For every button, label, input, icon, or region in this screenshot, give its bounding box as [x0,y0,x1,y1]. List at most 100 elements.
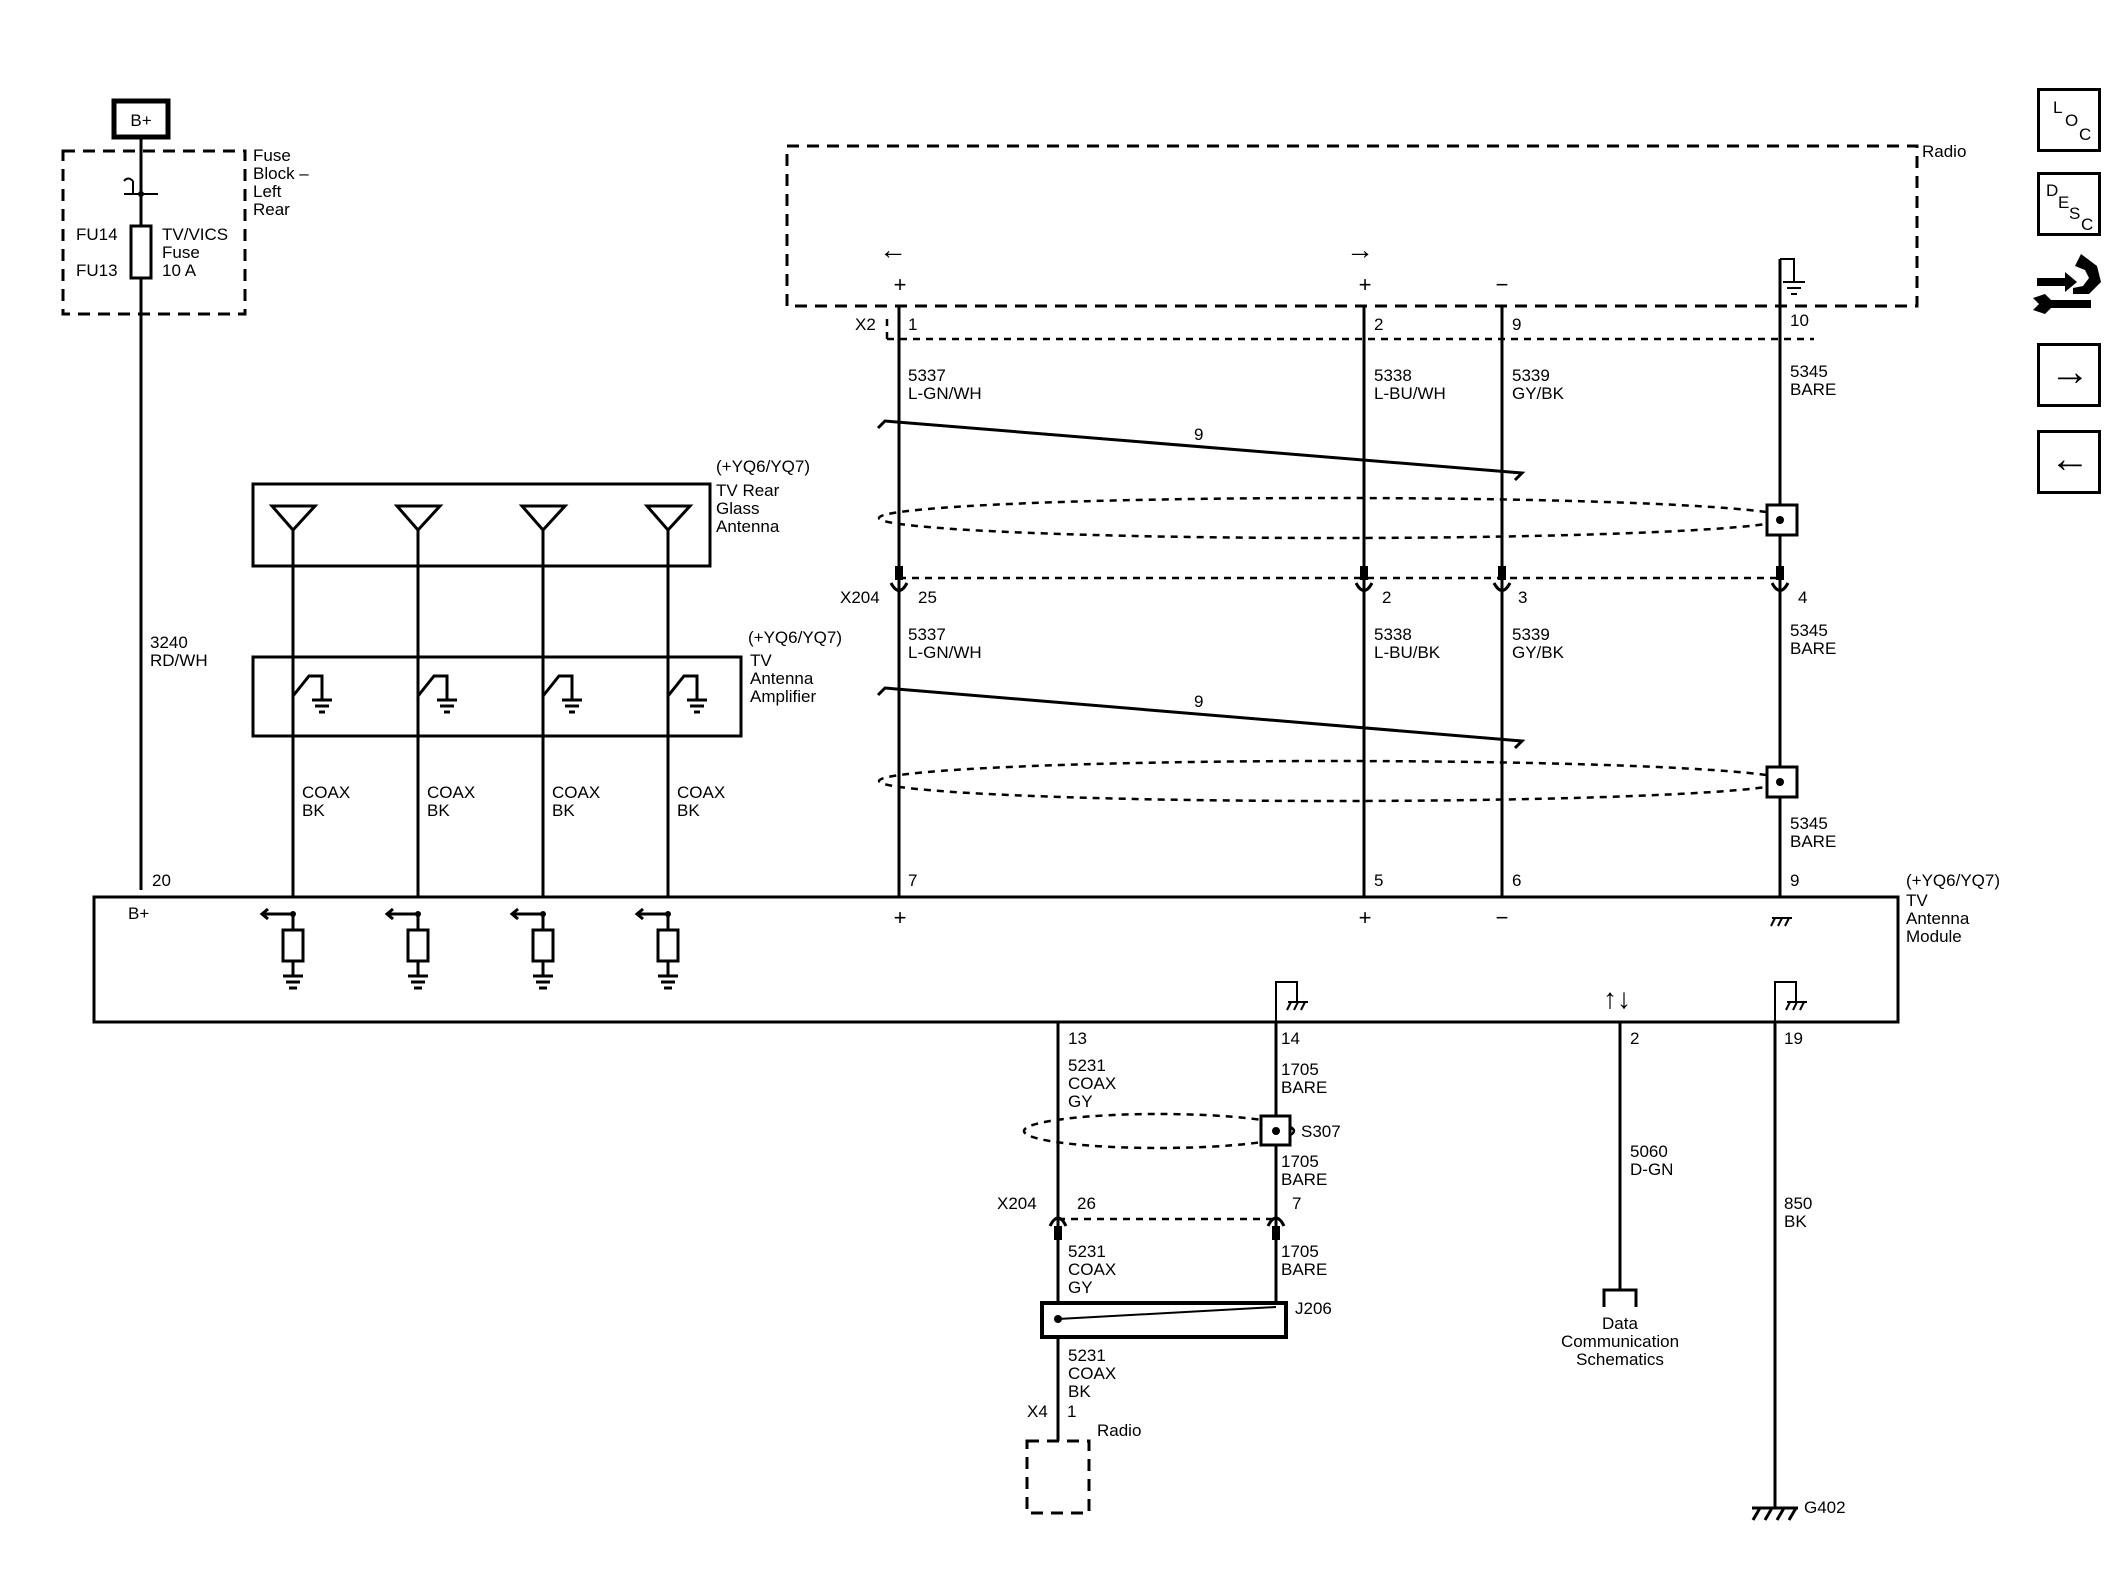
x4-connector: X4 [1027,1402,1048,1421]
pin-14: 14 [1281,1029,1300,1048]
amplifier-switches [291,674,707,898]
w1-color: L-GN/WH [908,384,982,403]
module-inputs [259,907,680,990]
x204-lower-terminals [1048,1216,1286,1227]
svg-text:Amplifier: Amplifier [750,687,816,706]
data-arrow-icon: ↑↓ [1603,983,1631,1014]
w3-circuit-b: 5339 [1512,625,1550,644]
w4-color-b: BARE [1790,639,1836,658]
svg-text:BK: BK [302,801,325,820]
svg-text:BK: BK [552,801,575,820]
antenna-elements [268,504,694,696]
battery-label: B+ [130,111,151,130]
loc-letter-c: C [2079,125,2092,144]
w3-pin-x2: 9 [1512,315,1521,334]
amplifier-option: (+YQ6/YQ7) [748,628,842,647]
c5231b-color: GY [1068,1278,1093,1297]
svg-text:Glass: Glass [716,499,759,518]
data-comm-connector-icon [1602,1288,1638,1307]
svg-text:Block –: Block – [253,164,309,183]
c5231-type: COAX [1068,1074,1116,1093]
w2-pin-module: 5 [1374,871,1383,890]
w4-circuit-c: 5345 [1790,814,1828,833]
module-option: (+YQ6/YQ7) [1906,871,2000,890]
module-plus-1: + [894,905,907,930]
w4-pin-module: 9 [1790,871,1799,890]
c5231b-circuit: 5231 [1068,1242,1106,1261]
svg-text:COAX: COAX [302,783,350,802]
desc-letter-c: C [2081,215,2094,234]
pin-26: 26 [1077,1194,1096,1213]
arrow-right: → [1346,234,1374,265]
feed-circuit: 3240 [150,633,188,652]
back-arrow-icon: ← [2050,437,2090,481]
next-arrow-icon: → [2050,350,2090,394]
fuse-label: TV/VICS Fuse 10 A [162,225,228,280]
radio-bottom-name: Radio [1097,1421,1141,1440]
svg-text:Schematics: Schematics [1576,1350,1664,1369]
junction-j206-label: J206 [1295,1299,1332,1318]
c5231-color: GY [1068,1092,1093,1111]
shield-lower [877,759,1789,803]
loc-letter-l: L [2053,98,2063,117]
radio-ground-icon [1780,258,1805,295]
w1-pin-module: 7 [908,871,917,890]
svg-text:10 A: 10 A [162,261,197,280]
w3-color-b: GY/BK [1512,643,1565,662]
location-button[interactable]: L O C [2037,88,2101,152]
svg-text:BK: BK [427,801,450,820]
twisted-pair-lower [876,686,1526,750]
svg-text:Antenna: Antenna [716,517,780,536]
loc-letter-o: O [2065,111,2079,130]
w2-pin-x204: 2 [1382,588,1391,607]
fuse-pin-out: FU13 [76,261,118,280]
data-communication-schematics-link[interactable]: Data Communication Schematics [1561,1314,1679,1369]
w3-circuit: 5339 [1512,366,1550,385]
shield-bottom [1022,1112,1296,1150]
module-minus: − [1496,905,1509,930]
twist-label-upper: 9 [1194,425,1203,444]
c5231c-circuit: 5231 [1068,1346,1106,1365]
tv-rear-glass-antenna [251,482,712,568]
svg-text:Antenna: Antenna [750,669,814,688]
c1705-color: BARE [1281,1078,1327,1097]
fuse-10a [129,224,153,280]
ground-g402-label: G402 [1804,1498,1846,1517]
w2-pin-x2: 2 [1374,315,1383,334]
w1-circuit: 5337 [908,366,946,385]
c1705b-color: BARE [1281,1170,1327,1189]
desc-letter-d: D [2046,181,2059,200]
radio-top-name: Radio [1922,142,1966,161]
w2-circuit: 5338 [1374,366,1412,385]
c1705b-circuit: 1705 [1281,1152,1319,1171]
svg-text:Data: Data [1602,1314,1638,1333]
description-button[interactable]: D E S C [2037,172,2101,236]
w1-circuit-b: 5337 [908,625,946,644]
svg-text:TV Rear: TV Rear [716,481,780,500]
fuse-pin-in: FU14 [76,225,118,244]
module-ground-14 [1275,981,1308,1022]
c5231b-type: COAX [1068,1260,1116,1279]
fuse-block-name: Fuse Block – Left Rear [253,146,309,219]
twisted-pair-upper [876,419,1526,482]
connector-view-icon[interactable] [2031,248,2107,326]
svg-text:Communication: Communication [1561,1332,1679,1351]
next-button[interactable]: → [2037,343,2101,407]
back-button[interactable]: ← [2037,430,2101,494]
connector-glyph-icon [2033,254,2101,314]
module-chassis-ground-icon [1770,917,1792,927]
w2-color: L-BU/WH [1374,384,1446,403]
x204-upper-terminals [889,582,1790,592]
desc-letter-e: E [2058,193,2070,212]
radio-bottom-box [1025,1439,1091,1515]
c5231c-color: BK [1068,1382,1091,1401]
radio-plus-1: + [894,272,907,297]
c5231c-type: COAX [1068,1364,1116,1383]
w1-pin-x2: 1 [908,315,917,334]
w4-circuit: 5345 [1790,362,1828,381]
w4-pin-x204: 4 [1798,588,1807,607]
module-bplus: B+ [128,904,149,923]
desc-letter-s: S [2069,204,2081,223]
pin-13: 13 [1068,1029,1087,1048]
